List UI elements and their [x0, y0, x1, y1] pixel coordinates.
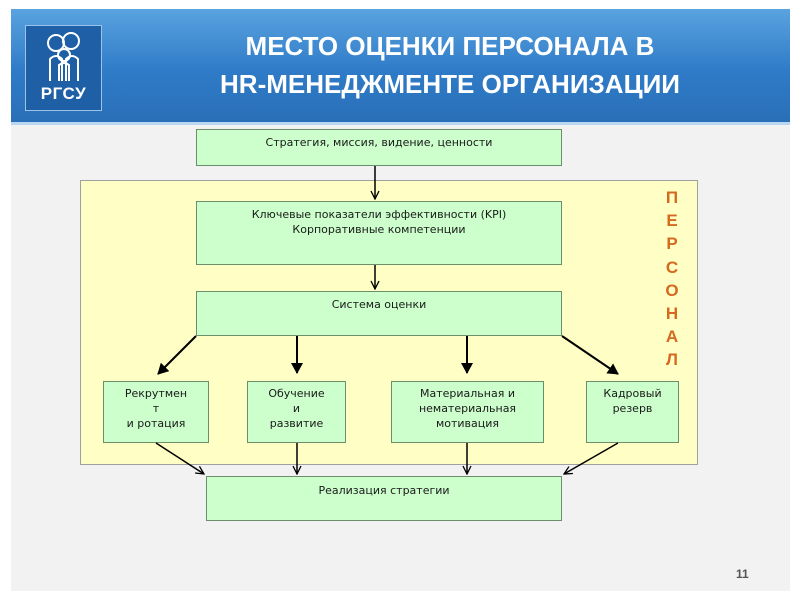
training-label-line-1: Обучение	[268, 387, 325, 400]
personnel-letter: Н	[665, 303, 679, 323]
strategy-realization-label: Реализация стратегии	[318, 484, 450, 497]
motivation-label-line-1: Материальная и	[420, 387, 515, 400]
talent-reserve-label-line-2: резерв	[612, 402, 653, 415]
recruitment-label-line-2: т	[152, 402, 160, 415]
kpi-label-line-1: Ключевые показатели эффективности (KPI)	[251, 208, 507, 221]
title-line-1: МЕСТО ОЦЕНКИ ПЕРСОНАЛА В	[245, 31, 655, 61]
talent-reserve-box: Кадровый резерв	[586, 381, 679, 443]
arrow-assessment-to-recruitment	[157, 335, 197, 375]
personnel-letter: А	[665, 327, 679, 347]
title-line-2: HR-МЕНЕДЖМЕНТЕ ОРГАНИЗАЦИИ	[220, 69, 680, 99]
page-number: 11	[736, 567, 749, 581]
motivation-label-line-3: мотивация	[435, 417, 500, 430]
kpi-box: Ключевые показатели эффективности (KPI) …	[196, 201, 562, 265]
training-label-line-2: и	[292, 402, 301, 415]
assessment-system-box: Система оценки	[196, 291, 562, 336]
motivation-box: Материальная и нематериальная мотивация	[391, 381, 544, 443]
training-box: Обучение и развитие	[247, 381, 346, 443]
personnel-letter: П	[665, 188, 679, 207]
strategy-realization-box: Реализация стратегии	[206, 476, 562, 521]
talent-reserve-label-line-1: Кадровый	[603, 387, 662, 400]
recruitment-box: Рекрутмен т и ротация	[103, 381, 209, 443]
personnel-letter: С	[665, 257, 679, 277]
personnel-letter: Р	[666, 234, 678, 254]
motivation-label-line-2: нематериальная	[418, 402, 517, 415]
strategy-label: Стратегия, миссия, видение, ценности	[265, 136, 493, 149]
assessment-system-label: Система оценки	[331, 298, 427, 311]
arrow-reserve-to-realization	[564, 442, 619, 474]
personnel-letter: О	[665, 280, 679, 300]
arrow-assessment-to-reserve	[561, 335, 619, 375]
recruitment-label-line-3: и ротация	[126, 417, 186, 430]
strategy-box: Стратегия, миссия, видение, ценности	[196, 129, 562, 166]
kpi-label-line-2: Корпоративные компетенции	[292, 223, 466, 236]
arrow-recruitment-to-realization	[155, 442, 204, 474]
personnel-letter: Л	[666, 350, 678, 370]
personnel-letter: Е	[666, 211, 678, 231]
personnel-vertical-label: П Е Р С О Н А Л	[660, 186, 684, 372]
page-title: МЕСТО ОЦЕНКИ ПЕРСОНАЛА В HR-МЕНЕДЖМЕНТЕ …	[120, 27, 780, 103]
people-emblem-icon	[47, 32, 80, 81]
header-banner	[11, 9, 790, 125]
training-label-line-3: развитие	[269, 417, 324, 430]
recruitment-label-line-1: Рекрутмен	[124, 387, 188, 400]
rgsu-logo: РГСУ	[25, 25, 102, 111]
logo-text: РГСУ	[40, 84, 87, 103]
